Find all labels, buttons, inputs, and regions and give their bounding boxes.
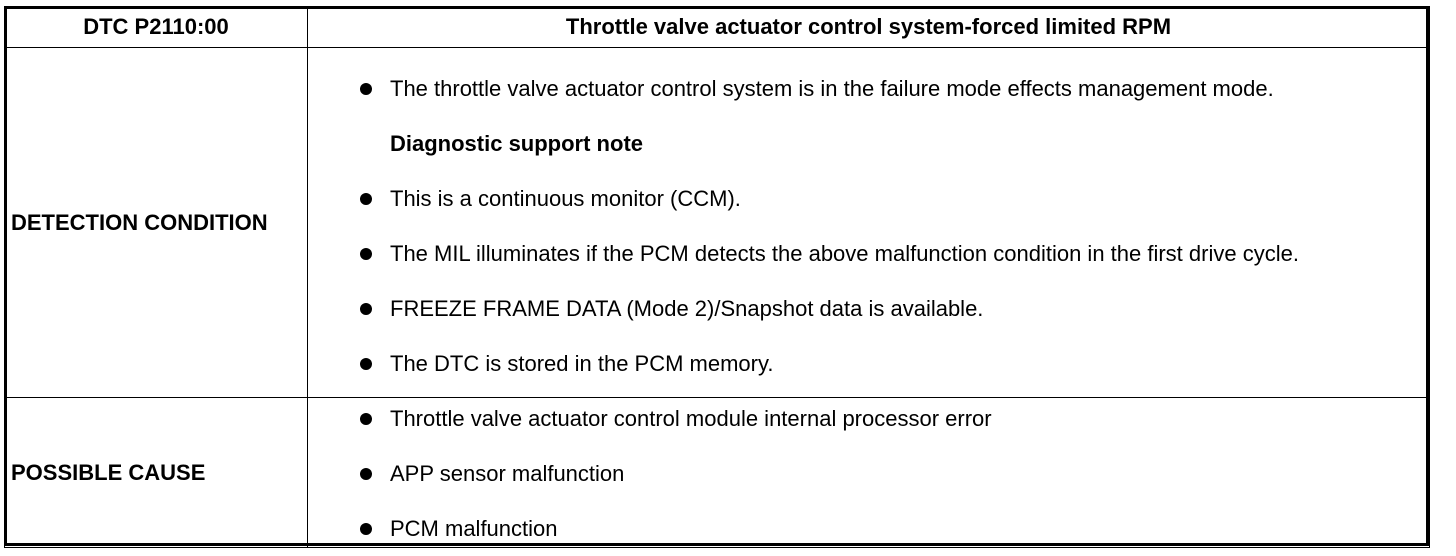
list-item: The DTC is stored in the PCM memory. <box>360 349 1429 378</box>
list-item: FREEZE FRAME DATA (Mode 2)/Snapshot data… <box>360 294 1429 323</box>
list-item: PCM malfunction <box>360 514 1429 543</box>
detection-condition-label: DETECTION CONDITION <box>4 47 308 398</box>
detection-condition-row: DETECTION CONDITION The throttle valve a… <box>4 47 1430 398</box>
list-item: The throttle valve actuator control syst… <box>360 74 1429 103</box>
possible-cause-list: Throttle valve actuator control module i… <box>308 404 1429 547</box>
dtc-title: Throttle valve actuator control system-f… <box>307 6 1430 48</box>
table-header-row: DTC P2110:00 Throttle valve actuator con… <box>4 6 1430 48</box>
diagnostic-support-note-heading: Diagnostic support note <box>390 130 643 156</box>
list-item: Throttle valve actuator control module i… <box>360 404 1429 433</box>
list-item: This is a continuous monitor (CCM). <box>360 184 1429 213</box>
possible-cause-label: POSSIBLE CAUSE <box>4 397 308 548</box>
dtc-code: DTC P2110:00 <box>4 6 308 48</box>
list-item: The MIL illuminates if the PCM detects t… <box>360 239 1429 268</box>
possible-cause-row: POSSIBLE CAUSE Throttle valve actuator c… <box>4 397 1430 548</box>
detection-condition-cell: The throttle valve actuator control syst… <box>307 47 1430 398</box>
dtc-table: DTC P2110:00 Throttle valve actuator con… <box>4 6 1430 548</box>
possible-cause-cell: Throttle valve actuator control module i… <box>307 397 1430 548</box>
list-item: APP sensor malfunction <box>360 459 1429 488</box>
detection-condition-list: The throttle valve actuator control syst… <box>308 74 1429 382</box>
